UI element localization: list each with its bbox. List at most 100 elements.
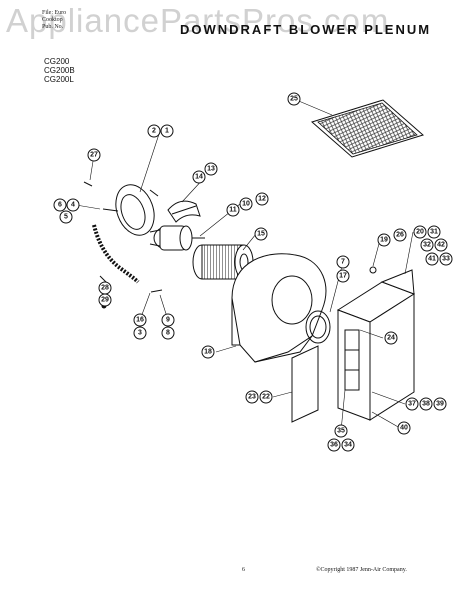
callout-37: 37 [405, 397, 419, 411]
svg-text:26: 26 [396, 232, 404, 239]
grease-filter [310, 99, 425, 158]
watermark: AppliancePartsPros.com [6, 2, 390, 39]
model-number: CG200 [44, 57, 70, 66]
callout-32: 32 [420, 238, 434, 252]
svg-text:3: 3 [138, 330, 142, 337]
svg-text:33: 33 [442, 256, 450, 263]
svg-text:11: 11 [229, 207, 237, 214]
file-meta-line: Cooktop [42, 17, 63, 23]
callout-24: 24 [384, 331, 398, 345]
svg-text:16: 16 [136, 317, 144, 324]
wiring-harness [92, 224, 140, 293]
svg-text:39: 39 [436, 401, 444, 408]
plenum-box [336, 269, 416, 421]
svg-text:37: 37 [408, 401, 416, 408]
model-list: CG200 CG200B CG200L [44, 57, 75, 84]
callout-20: 20 [413, 225, 427, 239]
file-meta-line: Pub. No. [42, 24, 64, 30]
motor-bracket [167, 200, 201, 223]
blower-wheel [192, 244, 254, 280]
svg-text:38: 38 [422, 401, 430, 408]
svg-text:32: 32 [423, 242, 431, 249]
callout-13: 13 [204, 162, 218, 176]
svg-text:24: 24 [387, 335, 395, 342]
svg-text:19: 19 [380, 237, 388, 244]
motor-mount-ring [115, 184, 159, 236]
gasket-ring [305, 310, 331, 344]
callout-7: 7 [336, 255, 350, 269]
callout-28: 28 [98, 281, 112, 295]
svg-text:1: 1 [165, 128, 169, 135]
svg-text:36: 36 [330, 442, 338, 449]
callout-39: 39 [433, 397, 447, 411]
diagram-title: DOWNDRAFT BLOWER PLENUM [180, 22, 432, 37]
svg-text:2: 2 [152, 128, 156, 135]
svg-text:41: 41 [428, 256, 436, 263]
callout-34: 34 [341, 438, 355, 452]
svg-text:17: 17 [339, 273, 347, 280]
svg-text:40: 40 [400, 425, 408, 432]
svg-text:18: 18 [204, 349, 212, 356]
file-meta-line: File: Euro [42, 10, 67, 16]
callout-18: 18 [201, 345, 215, 359]
callout-38: 38 [419, 397, 433, 411]
model-number: CG200B [44, 66, 75, 75]
callout-33: 33 [439, 252, 453, 266]
blower-motor [149, 225, 205, 251]
callout-16: 16 [133, 313, 147, 327]
svg-text:15: 15 [257, 231, 265, 238]
svg-text:8: 8 [166, 330, 170, 337]
svg-text:9: 9 [166, 317, 170, 324]
page-number: 6 [242, 567, 245, 573]
callout-26: 26 [393, 228, 407, 242]
copyright-notice: ©Copyright 1987 Jenn-Air Company. [316, 567, 407, 573]
callout-42: 42 [434, 238, 448, 252]
svg-text:4: 4 [71, 202, 75, 209]
svg-text:20: 20 [416, 229, 424, 236]
callout-25: 25 [287, 92, 301, 106]
callout-14: 14 [192, 170, 206, 184]
svg-text:23: 23 [248, 394, 256, 401]
svg-text:7: 7 [341, 259, 345, 266]
callout-1: 1 [160, 124, 174, 138]
callout-22: 22 [259, 390, 273, 404]
svg-text:27: 27 [90, 152, 98, 159]
svg-text:12: 12 [258, 196, 266, 203]
callout-17: 17 [336, 269, 350, 283]
svg-text:6: 6 [58, 202, 62, 209]
file-meta: File: Euro Cooktop Pub. No. [42, 10, 66, 31]
callout-23: 23 [245, 390, 259, 404]
callout-9: 9 [161, 313, 175, 327]
svg-text:31: 31 [430, 229, 438, 236]
callout-5: 5 [59, 210, 73, 224]
callout-8: 8 [161, 326, 175, 340]
callout-6: 6 [53, 198, 67, 212]
svg-text:35: 35 [337, 428, 345, 435]
svg-text:5: 5 [64, 214, 68, 221]
model-number: CG200L [44, 75, 74, 84]
callout-3: 3 [133, 326, 147, 340]
svg-text:13: 13 [207, 166, 215, 173]
blower-housing [231, 253, 327, 363]
cover-plate [291, 345, 319, 423]
svg-text:22: 22 [262, 394, 270, 401]
callout-11: 11 [226, 203, 240, 217]
callout-27: 27 [87, 148, 101, 162]
callout-36: 36 [327, 438, 341, 452]
svg-text:34: 34 [344, 442, 352, 449]
svg-text:14: 14 [195, 174, 203, 181]
svg-text:42: 42 [437, 242, 445, 249]
callout-41: 41 [425, 252, 439, 266]
callout-15: 15 [254, 227, 268, 241]
callout-40: 40 [397, 421, 411, 435]
callout-12: 12 [255, 192, 269, 206]
callout-2: 2 [147, 124, 161, 138]
callout-35: 35 [334, 424, 348, 438]
svg-text:10: 10 [242, 201, 250, 208]
callout-19: 19 [377, 233, 391, 247]
callout-31: 31 [427, 225, 441, 239]
callout-29: 29 [98, 293, 112, 307]
svg-text:29: 29 [101, 297, 109, 304]
